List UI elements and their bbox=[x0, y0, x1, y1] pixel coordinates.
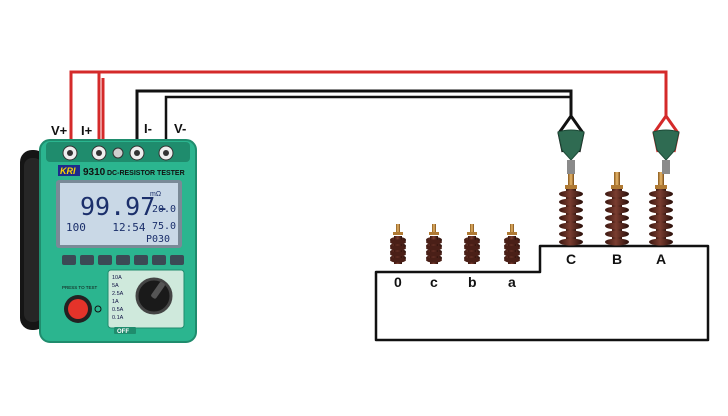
low-voltage-bushings bbox=[390, 224, 520, 264]
lcd-main-unit: - bbox=[156, 196, 169, 221]
label-i-plus: I+ bbox=[81, 123, 93, 138]
label-v-minus: V- bbox=[174, 121, 186, 136]
hv-bushing bbox=[605, 172, 629, 246]
red-clip bbox=[652, 115, 680, 174]
meter-model: 9310 bbox=[83, 167, 106, 178]
meter-button-1[interactable] bbox=[62, 255, 76, 265]
range-option: 0.5A bbox=[112, 307, 124, 313]
meter-title: DC-RESISTOR TESTER bbox=[107, 170, 185, 177]
high-voltage-bushings bbox=[559, 172, 673, 246]
label-i-minus: I- bbox=[144, 121, 152, 136]
black-lead bbox=[135, 89, 573, 148]
low-voltage-labels: 0 c b a bbox=[394, 274, 516, 290]
press-to-test-label: PRESS TO TEST bbox=[62, 285, 98, 290]
lv-label: c bbox=[430, 274, 438, 290]
meter-button-6[interactable] bbox=[152, 255, 166, 265]
range-option: 10A bbox=[112, 275, 122, 281]
hv-label: C bbox=[566, 251, 576, 267]
hv-bushing bbox=[649, 172, 673, 246]
range-option: 0.1A bbox=[112, 315, 124, 321]
meter-button-4[interactable] bbox=[116, 255, 130, 265]
hv-label: B bbox=[612, 251, 622, 267]
black-clip-jaw[interactable] bbox=[557, 129, 585, 161]
lcd-screen bbox=[60, 183, 178, 245]
hv-bushing bbox=[559, 172, 583, 246]
lcd-secondary-right: 75.0 bbox=[152, 221, 176, 232]
range-option: 5A bbox=[112, 283, 119, 289]
transformer: 0 c b a C B A bbox=[374, 172, 710, 342]
input-jacks bbox=[62, 145, 174, 161]
black-clip bbox=[557, 115, 585, 174]
lcd-main-reading: 99.97 bbox=[80, 192, 155, 221]
lcd-secondary-reading: 100 12:54 bbox=[66, 221, 146, 234]
label-v-plus: V+ bbox=[51, 123, 68, 138]
hv-label: A bbox=[656, 251, 666, 267]
meter-button-2[interactable] bbox=[80, 255, 94, 265]
lv-label: a bbox=[508, 274, 516, 290]
lv-label: b bbox=[468, 274, 477, 290]
range-option: 1A bbox=[112, 299, 119, 305]
lv-bushing bbox=[390, 224, 406, 264]
lv-label: 0 bbox=[394, 274, 402, 290]
lcd-temperature: 20.0 bbox=[152, 204, 176, 215]
button-row bbox=[62, 255, 184, 265]
meter-button-3[interactable] bbox=[98, 255, 112, 265]
meter-brand: KRI bbox=[60, 166, 76, 176]
lv-bushing bbox=[504, 224, 520, 264]
lv-bushing bbox=[464, 224, 480, 264]
test-button[interactable] bbox=[68, 299, 88, 319]
range-options: 10A 5A 2.5A 1A 0.5A 0.1A bbox=[112, 275, 124, 321]
off-label: OFF bbox=[117, 329, 129, 335]
transformer-tank bbox=[374, 244, 710, 342]
red-clip-jaw[interactable] bbox=[652, 129, 680, 161]
meter-button-5[interactable] bbox=[134, 255, 148, 265]
lv-bushing bbox=[426, 224, 442, 264]
range-option: 2.5A bbox=[112, 291, 124, 297]
lock-icon bbox=[94, 305, 102, 313]
meter-button-7[interactable] bbox=[170, 255, 184, 265]
red-current-lead bbox=[69, 70, 668, 120]
lcd-code: P030 bbox=[146, 234, 170, 245]
lcd-unit-small: mΩ bbox=[150, 191, 161, 198]
resistance-tester: KRI 9310 DC-RESISTOR TESTER 99.97 - mΩ 2… bbox=[20, 139, 197, 343]
